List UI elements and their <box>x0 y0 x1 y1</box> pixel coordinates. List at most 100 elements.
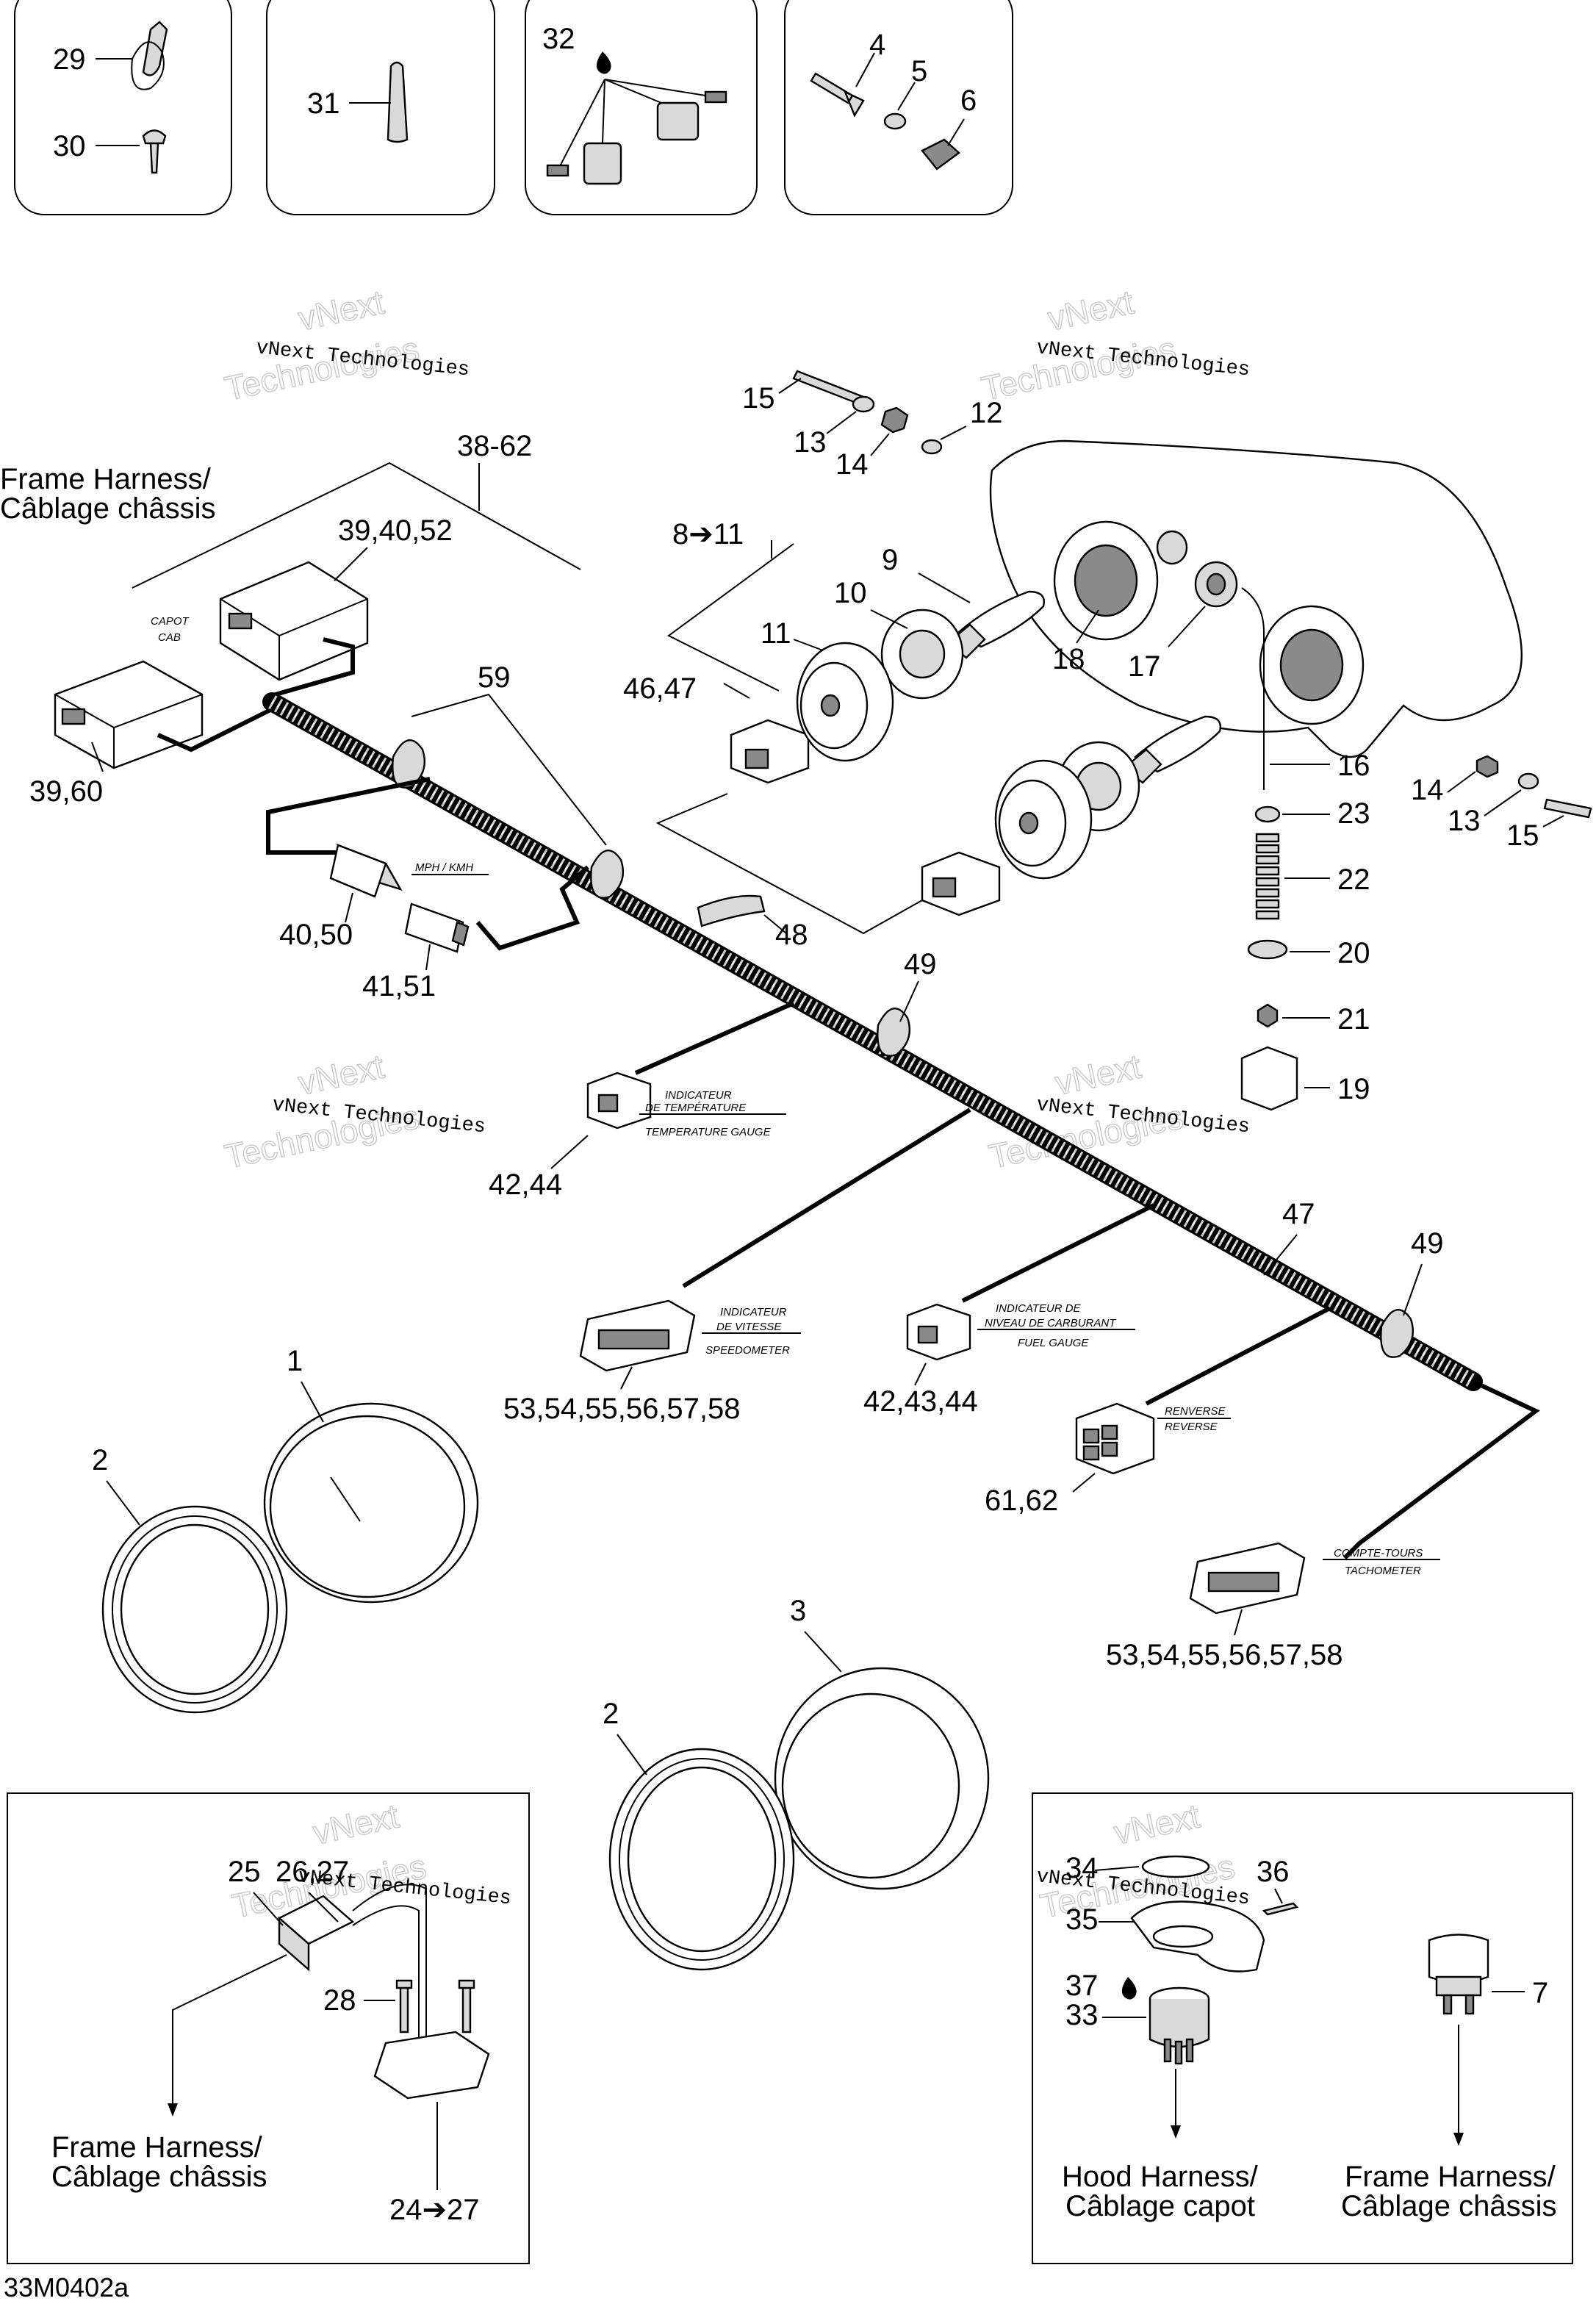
callout-53-tacho: 53,54,55,56,57,58 <box>1106 1639 1343 1671</box>
temp-gauge-connector <box>586 1071 652 1130</box>
watermark-2: vNext Technologies vNext Technologies <box>978 282 1251 409</box>
detail-box-connectors: 32 <box>525 0 758 215</box>
callout-20: 20 <box>1337 937 1370 969</box>
callout-26-27: 26,27 <box>276 1856 349 1888</box>
speedo-label-2: DE VITESSE <box>716 1321 782 1333</box>
callout-14-right: 14 <box>1411 774 1444 806</box>
frame-harness-left-line2: Câblage châssis <box>51 2161 267 2193</box>
fuel-label-3: FUEL GAUGE <box>1018 1337 1089 1349</box>
callout-15-right: 15 <box>1506 819 1539 852</box>
bracket-icon <box>921 138 960 170</box>
hood-harness-line1: Hood Harness/ <box>1062 2161 1259 2193</box>
tacho-label-2: TACHOMETER <box>1345 1565 1421 1577</box>
speedo-label-1: INDICATEUR <box>720 1306 787 1318</box>
callout-14-top: 14 <box>835 448 869 481</box>
callout-7: 7 <box>1532 1977 1548 2009</box>
callout-35: 35 <box>1065 1903 1099 1936</box>
svg-text:vNext: vNext <box>295 282 387 337</box>
callout-49-upper: 49 <box>904 948 937 980</box>
cab-module-upper <box>219 561 369 681</box>
footer-code: 33M0402a <box>4 2272 129 2301</box>
callout-41-51: 41,51 <box>362 970 436 1002</box>
callout-3: 3 <box>790 1595 806 1627</box>
reverse-label-1: RENVERSE <box>1165 1405 1226 1418</box>
frame-harness-right-line2: Câblage châssis <box>1341 2190 1557 2222</box>
callout-23: 23 <box>1337 797 1370 830</box>
temp-label-3: TEMPERATURE GAUGE <box>645 1126 772 1138</box>
frame-harness-left-line1: Frame Harness/ <box>51 2131 263 2164</box>
callout-18: 18 <box>1052 643 1085 675</box>
speedo-label-3: SPEEDOMETER <box>705 1344 790 1357</box>
callout-11: 11 <box>761 617 791 650</box>
callout-9: 9 <box>882 544 898 576</box>
fuel-label-2: NIVEAU DE CARBURANT <box>985 1317 1117 1329</box>
bezel-2-center <box>608 1748 795 1971</box>
reverse-connector <box>1075 1402 1155 1475</box>
grease-drop-icon-2 <box>1121 1977 1137 2000</box>
callout-30: 30 <box>53 130 86 162</box>
callout-16: 16 <box>1337 750 1370 782</box>
callout-12: 12 <box>970 397 1003 429</box>
callout-49-lower: 49 <box>1411 1227 1444 1260</box>
temp-label-2: DE TEMPÉRATURE <box>645 1102 747 1114</box>
callout-29: 29 <box>53 43 86 76</box>
callout-17: 17 <box>1128 650 1161 683</box>
bulb-set-lower <box>994 715 1221 880</box>
gauge-3 <box>774 1667 990 1890</box>
speedometer-connector <box>579 1299 696 1372</box>
callout-33: 33 <box>1065 1999 1099 2031</box>
callout-46-47: 46,47 <box>623 672 697 705</box>
svg-text:vNext: vNext <box>1052 1047 1144 1102</box>
tachometer-connector <box>1189 1542 1306 1615</box>
callout-61-62: 61,62 <box>985 1485 1058 1517</box>
cab-label-1: CAPOT <box>151 615 190 628</box>
socket-connector-upper <box>730 719 810 784</box>
frame-harness-heading-line2: Câblage châssis <box>0 492 216 525</box>
callout-13-top: 13 <box>794 426 827 459</box>
callout-25: 25 <box>228 1856 261 1888</box>
callout-2-center: 2 <box>603 1698 619 1730</box>
callout-37: 37 <box>1065 1970 1099 2002</box>
callout-53-speedo: 53,54,55,56,57,58 <box>503 1393 741 1425</box>
frame-harness-right-line1: Frame Harness/ <box>1345 2161 1556 2193</box>
svg-text:vNext: vNext <box>309 1796 402 1851</box>
boot-11-upper <box>796 642 894 762</box>
callout-47: 47 <box>1282 1198 1315 1230</box>
temp-label-1: INDICATEUR <box>665 1089 732 1102</box>
retainer-10-upper <box>880 609 964 700</box>
tacho-label-1: COMPTE-TOURS <box>1334 1547 1423 1559</box>
grease-drop-icon <box>596 51 611 74</box>
push-rivet-icon <box>142 129 167 174</box>
callout-40-50: 40,50 <box>279 919 353 951</box>
mph-connector-b <box>404 902 470 953</box>
cab-module-lower <box>54 660 204 769</box>
reverse-label-2: REVERSE <box>1165 1421 1218 1433</box>
bezel-2-left <box>101 1505 288 1714</box>
main-harness-loom <box>262 692 1483 1391</box>
callout-19: 19 <box>1337 1073 1370 1105</box>
push-pin-icon <box>810 72 865 118</box>
callout-38-62: 38-62 <box>457 430 532 462</box>
callout-39-40-52: 39,40,52 <box>338 514 453 547</box>
svg-text:vNext: vNext <box>295 1047 387 1102</box>
svg-text:vNext: vNext <box>1044 282 1137 337</box>
detail-box-bottom-right <box>1032 1792 1573 2264</box>
callout-1: 1 <box>287 1345 303 1377</box>
callout-8-11: 8➔11 <box>672 518 744 550</box>
callout-13-right: 13 <box>1448 805 1481 837</box>
watermark-4: vNext Technologies vNext Technologies <box>985 1047 1251 1177</box>
callout-4: 4 <box>869 29 885 61</box>
callout-15-top: 15 <box>742 382 775 414</box>
connector-25 <box>277 1895 355 1972</box>
watermark-3: vNext Technologies vNext Technologies <box>221 1047 487 1177</box>
callout-2-left: 2 <box>92 1444 108 1476</box>
clip-icon <box>387 61 409 143</box>
socket-connector-lower <box>921 851 1001 916</box>
callout-31: 31 <box>307 87 340 120</box>
callout-59: 59 <box>478 661 511 694</box>
connector-icon <box>583 142 622 185</box>
callout-34: 34 <box>1065 1852 1099 1884</box>
detail-box-clip: 31 <box>266 0 495 215</box>
gauge-1 <box>263 1402 479 1604</box>
fuel-gauge-connector <box>906 1303 971 1361</box>
